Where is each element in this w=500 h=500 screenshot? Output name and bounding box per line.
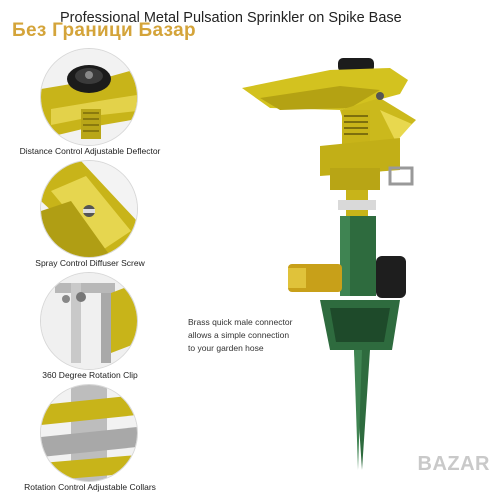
sprinkler-image: [242, 58, 416, 470]
diffuser-screw-icon: [41, 161, 137, 257]
page-title: Professional Metal Pulsation Sprinkler o…: [60, 10, 402, 26]
feature-caption-diffuser: Spray Control Diffuser Screw: [35, 258, 145, 268]
feature-caption-collars: Rotation Control Adjustable Collars: [24, 482, 156, 492]
feature-caption-clip: 360 Degree Rotation Clip: [42, 370, 138, 380]
connector-callout: Brass quick male connector allows a simp…: [188, 316, 292, 355]
feature-circle-deflector: [40, 48, 138, 146]
callout-line: Brass quick male connector: [188, 317, 293, 327]
callout-line: to your garden hose: [188, 343, 264, 353]
adjustable-collars-icon: [41, 385, 137, 481]
feature-circle-clip: [40, 272, 138, 370]
callout-line: allows a simple connection: [188, 330, 290, 340]
feature-circle-collars: [40, 384, 138, 482]
feature-circle-diffuser: [40, 160, 138, 258]
watermark: Без Граници Базар: [12, 20, 196, 41]
feature-caption-deflector: Distance Control Adjustable Deflector: [19, 146, 161, 156]
deflector-icon: [41, 49, 137, 145]
rotation-clip-icon: [41, 273, 137, 369]
bazar-logo: BAZAR: [417, 453, 490, 475]
